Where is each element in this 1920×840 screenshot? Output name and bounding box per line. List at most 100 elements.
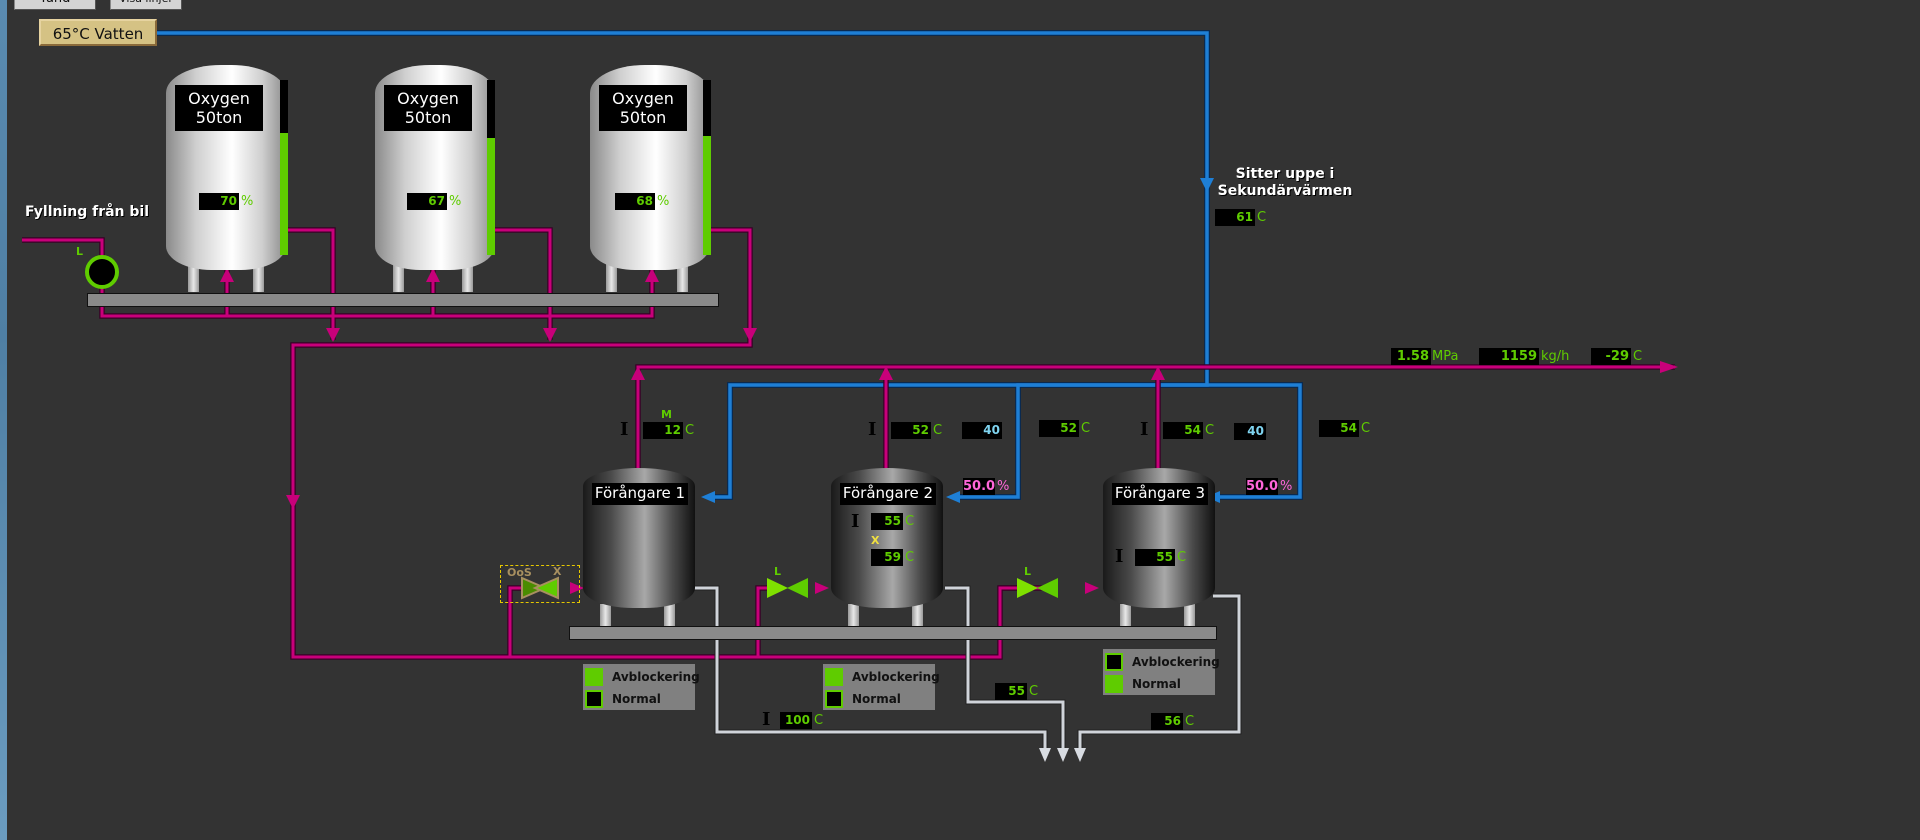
- v2-normal[interactable]: Normal: [825, 689, 933, 709]
- level-fill: [280, 132, 288, 255]
- v3-avblockering-indicator: [1105, 653, 1123, 671]
- v2-avblockering[interactable]: Avblockering: [825, 667, 940, 687]
- v2-status-panel: Avblockering Normal: [823, 664, 940, 710]
- fill-valve[interactable]: [88, 258, 116, 286]
- v2-out-unit: C: [933, 423, 943, 438]
- vaporizer-leg: [600, 604, 611, 626]
- water-65c-button[interactable]: 65°C Vatten: [39, 19, 157, 46]
- vaporizer-label: Förångare 1: [592, 483, 688, 505]
- tank-leg: [188, 262, 199, 292]
- tank-level-unit: %: [241, 194, 254, 209]
- vaporizer-label: Förångare 2: [840, 483, 936, 505]
- v2-valve-unit: %: [997, 479, 1010, 494]
- v2-inner-indicator-icon: I: [851, 511, 860, 532]
- v2-normal-indicator: [825, 690, 843, 708]
- vaporizer-leg: [912, 604, 923, 626]
- water-arrow-v1: [701, 491, 715, 503]
- v3-avblockering[interactable]: Avblockering: [1105, 652, 1220, 672]
- v3-water-temp: 54: [1319, 420, 1359, 437]
- v3-normal-indicator: [1105, 675, 1123, 693]
- v1-return-temp: 100: [780, 712, 812, 729]
- light-button[interactable]: Tänd: [14, 0, 96, 10]
- outlet-pressure-unit: MPa: [1432, 349, 1459, 364]
- vaporizer-leg: [848, 604, 859, 626]
- secondary-heat-unit: C: [1257, 210, 1267, 225]
- v2-setpoint[interactable]: 40: [962, 422, 1002, 439]
- v3-return-temp: 56: [1151, 713, 1183, 730]
- v1-status-panel: Avblockering Normal: [583, 664, 700, 710]
- tank-leg: [393, 262, 404, 292]
- v2-out-indicator-icon: I: [868, 419, 877, 440]
- v1-out-temp: 12: [643, 422, 683, 439]
- outlet-temp-unit: C: [1633, 349, 1643, 364]
- fill-valve-mode: L: [76, 245, 84, 258]
- tank-leg: [677, 262, 688, 292]
- v1-avblockering[interactable]: Avblockering: [585, 667, 700, 687]
- water-arrow-v2: [946, 491, 960, 503]
- tank-leg: [606, 262, 617, 292]
- water-pipe-main: [157, 31, 1209, 499]
- v3-inlet-valve[interactable]: [1015, 576, 1060, 600]
- v3-out-indicator-icon: I: [1140, 419, 1149, 440]
- v1-return-unit: C: [814, 713, 824, 728]
- water-pipe-v3: [1207, 383, 1302, 499]
- v2-inner-temp2: 59: [871, 549, 903, 566]
- tank-level-value: 67: [407, 193, 447, 210]
- outlet-flow: 1159: [1479, 348, 1539, 365]
- v3-inner-indicator-icon: I: [1115, 546, 1124, 567]
- v3-out-temp: 54: [1163, 422, 1203, 439]
- v1-out-unit: C: [685, 423, 695, 438]
- tank-leg: [462, 262, 473, 292]
- level-fill: [487, 137, 495, 255]
- tank-leg: [253, 262, 264, 292]
- vaporizer-leg: [664, 604, 675, 626]
- v1-valve-state: OoS: [507, 566, 532, 579]
- v1-normal-indicator: [585, 690, 603, 708]
- v1-out-indicator-icon: I: [620, 419, 629, 440]
- vaporizer-leg: [1120, 604, 1131, 626]
- valve-v2-icon: [767, 578, 808, 598]
- v1-normal[interactable]: Normal: [585, 689, 693, 709]
- water-pipe-v2: [960, 383, 1207, 499]
- tank-level-value: 70: [199, 193, 239, 210]
- v2-valve-pct: 50.0: [963, 478, 996, 495]
- valve-v1-icon: [521, 576, 559, 600]
- v3-return-unit: C: [1185, 714, 1195, 729]
- v1-mode: M: [661, 408, 672, 421]
- water-flow-arrow: [1200, 178, 1214, 192]
- v3-inner-temp1: 55: [1135, 549, 1175, 566]
- outlet-temp: -29: [1591, 348, 1631, 365]
- level-fill: [703, 136, 711, 255]
- tank-level-unit: %: [657, 194, 670, 209]
- outlet-pressure: 1.58: [1391, 348, 1431, 365]
- valve-v3-icon: [1017, 578, 1058, 598]
- v2-return-unit: C: [1029, 684, 1039, 699]
- v3-valve-pct: 50.0: [1246, 478, 1279, 495]
- v1-inlet-valve[interactable]: [500, 565, 580, 603]
- v3-inner-unit1: C: [1177, 550, 1187, 565]
- v2-out-temp: 52: [891, 422, 931, 439]
- show-lines-button[interactable]: Visa linjer: [110, 0, 182, 10]
- level-bar: [487, 80, 495, 255]
- level-bar: [703, 80, 711, 255]
- v2-inlet-valve[interactable]: [765, 576, 810, 600]
- v2-avblockering-indicator: [825, 668, 843, 686]
- v3-water-unit: C: [1361, 421, 1371, 436]
- outlet-flow-unit: kg/h: [1541, 349, 1570, 364]
- v3-normal[interactable]: Normal: [1105, 674, 1213, 694]
- v2-water-temp: 52: [1039, 420, 1079, 437]
- v1-return-indicator-icon: I: [762, 709, 771, 730]
- v2-valve-mode: L: [774, 565, 782, 578]
- fill-inlet-label: Fyllning från bil: [24, 204, 150, 220]
- v3-valve-unit: %: [1280, 479, 1293, 494]
- v3-status-panel: Avblockering Normal: [1103, 649, 1220, 695]
- storage-platform: [87, 293, 719, 307]
- tank-level-unit: %: [449, 194, 462, 209]
- water-pipes: [157, 31, 1302, 499]
- vaporizer-label: Förångare 3: [1112, 483, 1208, 505]
- secondary-heat-temp: 61: [1215, 209, 1255, 226]
- v3-setpoint[interactable]: 40: [1234, 423, 1266, 440]
